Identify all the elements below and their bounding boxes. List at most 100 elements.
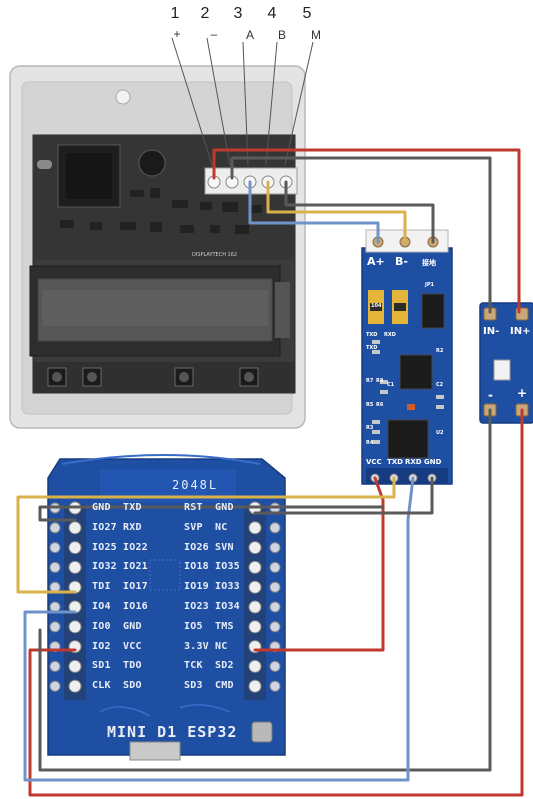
esp32-left-pin-label: IO17 [123,581,148,593]
rs485-silk-c2: C2 [436,382,444,388]
rs485-silk-r6: R6 [376,402,384,408]
dcdc-in-minus-label: IN- [483,326,500,337]
esp32-right-pin-label: IO5 [184,620,203,632]
esp32-header-pin [248,600,262,614]
rs485-ic-1 [399,354,433,390]
esp32-right-pin-label: RST [184,502,203,513]
wire-red-rs485-vcc [253,476,385,652]
wires [16,148,524,797]
esp32-right-pin-label: IO26 [184,541,209,553]
esp32-header-pin [248,580,262,594]
esp32-header-pin [49,561,61,573]
terminal-sign-a: A [245,28,254,42]
esp32-header-pin [269,522,281,534]
dcdc-out-plus-label: + [517,386,528,400]
esp32-right-pin-label: IO35 [215,561,240,573]
rs485-transistor [421,293,445,329]
rs485-pin-rxd-label: RXD [405,458,422,466]
wire-gray-m [284,180,435,244]
esp32-right-pin-label: IO19 [184,581,209,593]
mcu-chip-core [66,153,112,199]
keypad-buttons [47,367,259,387]
rs485-silk-u2: U2 [436,430,444,436]
esp32-header-pin [248,541,262,555]
esp32-left-pin-label: IO16 [123,601,148,612]
rs485-silk-r5: R5 [366,402,374,408]
pcb-components [60,188,262,234]
lcd-sheen [42,290,268,326]
esp32-header-pin [269,561,281,573]
esp32-header-pin [68,679,82,693]
terminal-sign-m: M [311,28,321,42]
terminal-number-3: 3 [233,5,243,22]
wire-gray-power-in [230,156,492,314]
rs485-pin-b-label: B- [395,255,408,268]
esp32-right-pin-label: IO34 [215,601,240,612]
esp32-header-pin [68,659,82,673]
lcd-connector [275,282,290,338]
rs485-silk-r8: R8 [376,378,384,384]
esp32-left-pin-label: CLK [92,680,111,692]
esp32-left-pin-label: IO22 [123,541,148,553]
esp32-right-pin-label: NC [215,521,228,533]
rs485-silk-txd-2: TXD [366,345,378,351]
esp32-board-code: 2048L [172,478,219,492]
wire-gray-rs485-gnd [253,476,434,515]
wire-gray-esp-gnd-left [38,505,385,522]
esp32-header-pin [248,620,262,634]
rs485-silk-r4: R4 [366,440,374,446]
esp32-right-pin-label: SVP [184,521,203,533]
esp32-left-pin-label: TDI [92,581,111,593]
esp32-left-pin-label: RXD [123,521,142,533]
esp32-board-title: MINI D1 ESP32 [107,723,238,741]
esp32-left-pin-label: GND [123,620,142,632]
esp32-left-pin-label: IO27 [92,521,117,533]
esp32-header-pin [248,560,262,574]
esp32-right-pin-label: TMS [215,620,234,632]
wire-red-power-out [28,408,524,797]
rs485-silk-r7: R7 [366,378,374,384]
esp32-board-outline [47,458,286,756]
case-screw-hole [115,89,131,105]
esp32-left-pin-label: IO32 [92,561,117,573]
rs485-ic-2 [387,419,429,459]
esp32-right-pin-label: CMD [215,680,234,692]
lcd-pcb-label: DISPLAYTECH 162 [192,252,238,258]
rs485-smd-parts [372,340,444,444]
esp32-header-pin [68,620,82,634]
rs485-pin-gnd-bottom-label: GND [424,458,442,466]
terminal-number-5: 5 [302,5,312,22]
esp32-header-pin [269,660,281,672]
esp32-header-pin [248,679,262,693]
dcdc-out-minus-label: - [488,388,493,402]
esp32-header-pin [269,680,281,692]
esp32-header-pin [68,521,82,535]
dcdc-chip [493,359,511,381]
esp32-right-pin-label: NC [215,640,228,652]
esp32-right-pin-label: IO33 [215,581,240,593]
esp32-header-pins [49,501,281,693]
rs485-pin-gnd-label: 接地 [422,259,436,267]
esp32-header-pin [269,542,281,554]
wire-gray-power-out [38,408,492,772]
esp32-left-pin-label: SDO [123,680,142,692]
rs485-silk-rxd: RXD [384,332,396,338]
wire-yellow-txd [16,476,396,594]
esp32-header-pin [269,621,281,633]
esp32-board [47,454,286,761]
esp32-component-area [149,559,181,591]
terminal-number-1: 1 [170,5,180,22]
rs485-pin-txd-label: TXD [387,458,403,466]
esp32-board-top-arc [61,454,261,465]
esp32-right-pin-label: 3.3V [184,640,209,652]
rs485-bottom-header [366,468,448,484]
rs485-module [361,229,453,485]
rs485-silk-jp1: JP1 [425,282,435,288]
esp32-right-pin-label: IO18 [184,561,209,573]
display-unit [9,65,306,429]
rs485-silk-txd: TXD [366,332,378,338]
rs485-cap-2-label [394,303,406,311]
esp32-left-pin-label: IO2 [92,640,111,652]
usb-port [129,741,181,761]
dcdc-module [479,302,533,424]
